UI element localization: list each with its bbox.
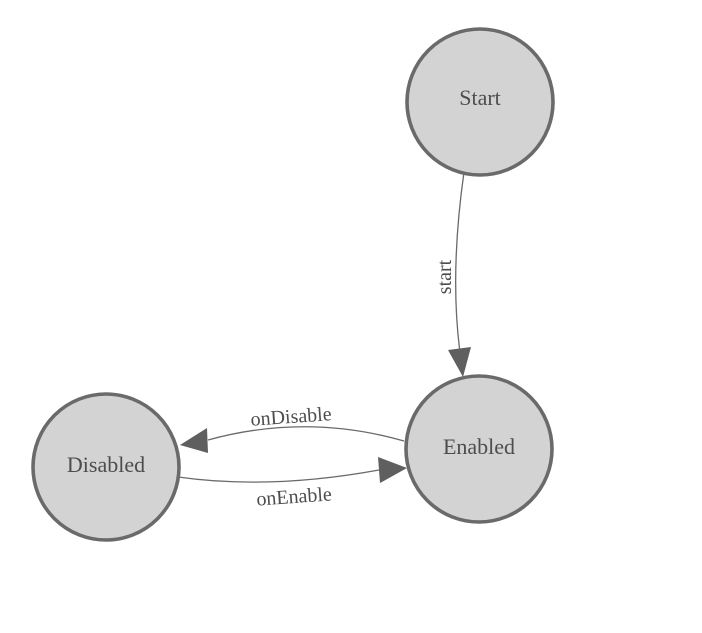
node-start-circle	[405, 27, 555, 177]
node-start: Start	[405, 27, 555, 177]
node-enabled-circle	[404, 374, 554, 524]
node-enabled: Enabled	[404, 374, 554, 524]
arrowhead-icon-start-to-enabled	[448, 347, 471, 377]
arrowhead-icon-disabled-to-enabled	[378, 457, 407, 483]
arrowhead-icon-enabled-to-disabled	[180, 428, 208, 453]
node-label-disabled: Disabled	[67, 452, 145, 477]
edge-line-start-to-enabled	[455, 171, 465, 349]
edge-label-onenable: onEnable	[256, 483, 333, 510]
node-label-enabled: Enabled	[443, 434, 515, 459]
node-disabled-circle	[31, 392, 181, 542]
edge-disabled-to-enabled: onEnable	[177, 457, 407, 511]
edge-start-to-enabled: start	[434, 171, 471, 377]
edge-label-start: start	[434, 259, 456, 294]
edge-line-disabled-to-enabled	[177, 469, 380, 483]
node-disabled: Disabled	[31, 392, 181, 542]
node-label-start: Start	[459, 85, 501, 110]
edge-enabled-to-disabled: onDisable	[180, 403, 405, 453]
edge-line-enabled-to-disabled	[207, 426, 405, 442]
